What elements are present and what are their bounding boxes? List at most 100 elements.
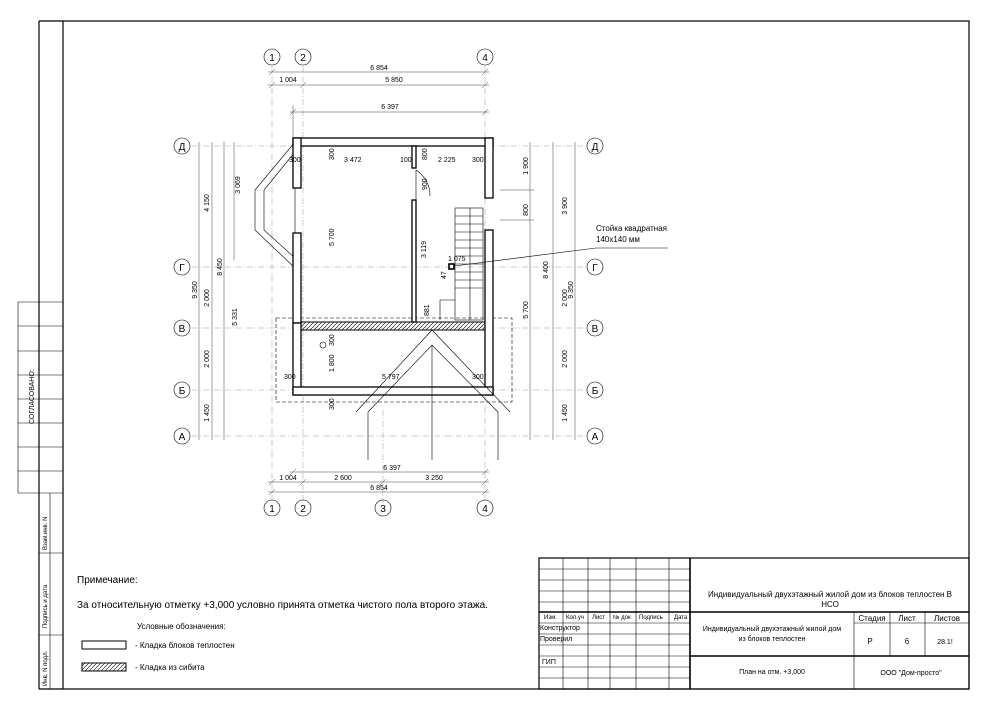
axis-b-right: Б [592,386,599,397]
dim-bottom-c: 6 397 [383,465,401,472]
dim-left-b: 3 069 [235,176,242,194]
hdr-izm: Изм. [544,615,557,621]
axis-4-top: 4 [482,53,488,64]
dim-881: 881 [424,304,431,316]
role-konstruktor: Конструктор [540,625,580,632]
dim-5797: 5 797 [382,374,400,381]
dim-top-c: 6 397 [381,104,399,111]
dims-left: 4 150 3 069 9 350 8 450 2 000 5 331 2 00… [192,142,242,440]
dim-left-c: 9 350 [192,281,199,299]
title-block: Изм. Кол.уч Лист № док Подпись Дата Конс… [538,557,970,690]
axis-2-top: 2 [300,53,306,64]
callout-line1: Стойка квадратная [596,224,667,233]
axis-g-left: Г [179,263,185,274]
door-swing [415,169,431,197]
dim-top-b: 5 850 [385,77,403,84]
axis-bubbles-bottom: 1 2 3 4 [263,499,494,517]
dim-900: 900 [422,178,429,190]
dim-top-total: 6 854 [370,65,388,72]
axis-d-right: Д [592,142,599,153]
dim-top-a: 1 004 [279,77,297,84]
callout-line2: 140х140 мм [596,235,640,244]
dim-w300d: 300 [329,334,336,346]
legend-title: Условные обозначения: [137,622,226,631]
axis-bubbles-right: Д Г В Б А [586,137,604,445]
axis-v-left: В [179,324,186,335]
axis-1-bottom: 1 [269,504,275,515]
sheet-frame [62,20,970,690]
axis-1-top: 1 [269,53,275,64]
stairs [439,207,484,321]
dim-bottom-d: 3 250 [425,475,443,482]
hdr-data: Дата [674,615,688,621]
notes-block: Примечание: За относительную отметку +3,… [77,575,488,672]
exterior-walls [292,137,494,396]
roof-outline [275,317,513,403]
dim-right-b: 800 [523,204,530,216]
dim-right-d: 8 400 [543,261,550,279]
role-proveril: Проверил [540,636,572,643]
dim-right-i: 1 450 [562,404,569,422]
dim-2225: 2 225 [438,157,456,164]
sheets-value: 28.1! [937,639,953,646]
sheet-title: План на отм. +3,000 [739,669,805,676]
axis-bubbles-left: Д Г В Б А [173,137,191,445]
dim-3472: 3 472 [344,157,362,164]
dims-bottom: 6 397 1 004 2 600 3 250 6 854 [268,465,489,496]
dim-left-h: 1 450 [204,404,211,422]
podpis-data-label: Подпись и дата [43,584,49,628]
stage-label: Стадия [858,614,885,623]
legend-label-sibit: - Кладка из сибита [135,663,205,672]
soglasovano-label: СОГЛАСОВАНО: [29,369,36,424]
dim-800: 800 [422,148,429,160]
project-title-2: НСО [821,600,839,609]
dim-100: 100 [400,157,412,164]
sheet-label: Лист [898,614,916,623]
dim-right-f: 2 000 [562,289,569,307]
dim-1075: 1 075 [448,256,466,263]
inv-podl-label: Инв. N подл. [43,650,49,686]
axis-a-left: А [179,432,186,443]
dim-right-a: 1 900 [523,157,530,175]
dim-47: 47 [441,271,448,279]
hdr-ndok: № док [613,614,631,621]
dim-3119: 3 119 [421,241,428,258]
dim-w300c: 300 [472,157,484,164]
axis-3-bottom: 3 [380,504,386,515]
vzam-inv-label: Взам.инв. N [43,517,49,550]
dims-right: 1 900 800 3 900 8 400 9 350 2 000 5 700 … [500,142,576,440]
dim-w300b: 300 [329,148,336,160]
post-callout: Стойка квадратная 140х140 мм [453,224,668,267]
dim-bottom-total: 6 854 [370,485,388,492]
legend-swatch-blocks [81,640,127,650]
dim-5700: 5 700 [329,228,336,246]
dims-top: 6 854 1 004 5 850 6 397 [268,65,489,138]
dim-right-h: 2 000 [562,350,569,368]
notes-title: Примечание: [77,575,138,586]
notes-text: За относительную отметку +3,000 условно … [77,600,488,611]
side-stamp: СОГЛАСОВАНО: Взам.инв. N Подпись и дата … [17,20,63,690]
dim-bottom-b: 2 600 [334,475,352,482]
axis-v-right: В [592,324,599,335]
roof-ridge [355,329,511,413]
hdr-podpis: Подпись [639,615,663,621]
bay-window [254,141,296,269]
dim-left-a: 4 150 [204,194,211,212]
sheet-value: 6 [905,637,910,646]
square-post [448,263,455,270]
dim-w300e: 300 [284,374,296,381]
dim-left-g: 2 000 [204,350,211,368]
project-title-1: Индивидуальный двухэтажный жилой дом из … [708,590,952,599]
chimney-marker [319,341,327,349]
dim-1800: 1 800 [329,354,336,372]
dim-bottom-a: 1 004 [279,475,297,482]
dim-w300f: 300 [472,374,484,381]
hdr-kol: Кол.уч [566,615,584,621]
dim-left-f: 5 331 [232,308,239,326]
floor-plan: 1 2 4 1 2 3 4 Д Г В Б А [173,48,668,517]
dim-right-g: 5 700 [523,301,530,319]
axis-b-left: Б [179,386,186,397]
axis-4-bottom: 4 [482,504,488,515]
stage-value: Р [867,637,872,646]
